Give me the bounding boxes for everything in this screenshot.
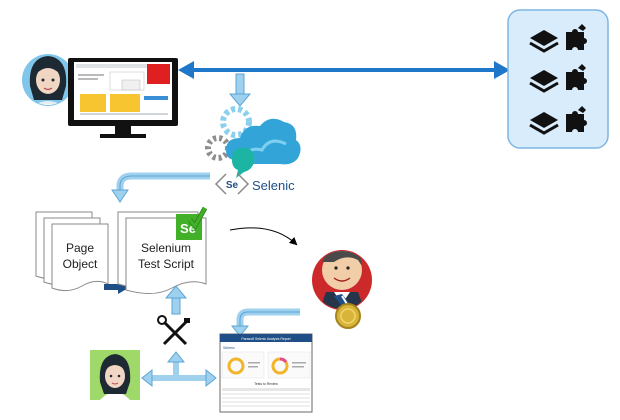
stack-layers-icon bbox=[529, 112, 559, 135]
stack-layers-icon bbox=[529, 70, 559, 93]
services-panel bbox=[507, 9, 609, 149]
puzzle-piece-icon bbox=[566, 106, 587, 132]
selenic-gears-cloud-icon bbox=[205, 106, 301, 178]
script-to-jenkins-arrow bbox=[229, 227, 298, 246]
selenic-to-pages-arrow bbox=[111, 172, 210, 203]
analysis-report-thumbnail: Parasoft Selenic Analysis Report Selenic… bbox=[219, 333, 313, 413]
bottom-user-avatar-icon bbox=[90, 350, 140, 400]
report-section-title: Tests to Review bbox=[254, 382, 278, 386]
down-to-selenic-arrow bbox=[228, 73, 252, 107]
report-logo: Selenic bbox=[223, 346, 235, 350]
tools-to-script-arrow bbox=[164, 285, 188, 315]
user-report-arrows bbox=[141, 351, 217, 388]
top-user-avatar-icon bbox=[22, 54, 74, 106]
page-object-label-line1: Page bbox=[66, 241, 94, 255]
selenium-badge-icon: Se bbox=[176, 206, 208, 240]
gear-icon bbox=[220, 106, 252, 138]
service-row-1 bbox=[529, 24, 587, 53]
service-row-3 bbox=[529, 106, 587, 135]
wrench-screwdriver-icon bbox=[157, 315, 190, 346]
stack-layers-icon bbox=[529, 30, 559, 53]
selenium-label-line2: Test Script bbox=[138, 257, 195, 271]
monitor-to-services-arrow bbox=[178, 61, 510, 79]
jenkins-butler-icon bbox=[312, 250, 372, 329]
selenium-label-line1: Selenium bbox=[141, 241, 191, 255]
report-title: Parasoft Selenic Analysis Report bbox=[241, 337, 290, 341]
selenic-se-glyph: Se bbox=[226, 180, 239, 191]
page-object-document: Page Object bbox=[35, 211, 109, 292]
page-object-label-line2: Object bbox=[63, 257, 98, 271]
gear-icon bbox=[205, 135, 231, 161]
puzzle-piece-icon bbox=[566, 64, 587, 90]
monitor-icon bbox=[68, 58, 178, 138]
puzzle-piece-icon bbox=[566, 24, 587, 50]
selenic-brand-label: Selenic bbox=[252, 178, 295, 193]
jenkins-to-report-arrow bbox=[230, 308, 300, 337]
service-row-2 bbox=[529, 64, 587, 93]
selenic-logo: Se Selenic bbox=[214, 173, 295, 195]
